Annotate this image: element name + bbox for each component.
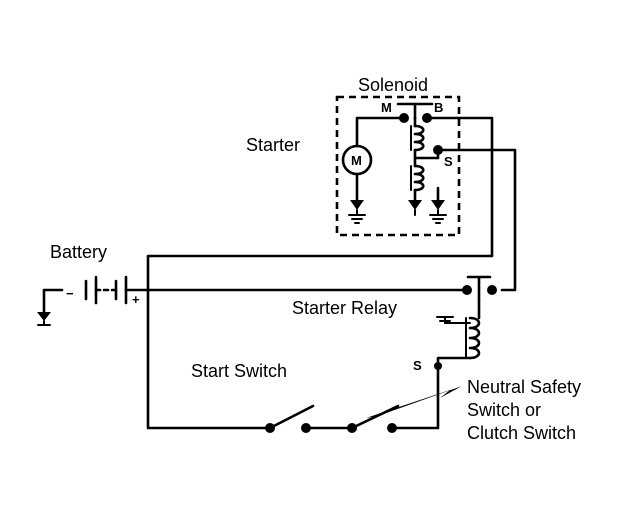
solenoid-contact-bar xyxy=(396,102,434,120)
starter-label: Starter xyxy=(246,135,300,155)
left-switch-wire xyxy=(146,288,272,430)
battery-pos-label: + xyxy=(132,292,140,307)
motor-ground-icon xyxy=(348,200,366,224)
relay-s-wire xyxy=(390,364,440,430)
neutral-label-line3: Clutch Switch xyxy=(467,423,576,443)
neutral-label-line1: Neutral Safety xyxy=(467,377,581,397)
neutral-safety-switch xyxy=(347,386,462,433)
battery-label: Battery xyxy=(50,242,107,262)
relay-contact-left xyxy=(462,285,472,295)
motor-label: M xyxy=(351,153,362,168)
solenoid-pull-coil xyxy=(410,116,425,152)
s-to-relay-wire xyxy=(436,148,517,292)
relay-contact-bar xyxy=(466,275,492,302)
terminal-b-label: B xyxy=(434,100,443,115)
start-switch xyxy=(265,404,354,433)
b-terminal-wire xyxy=(425,116,494,152)
solenoid-ground-icon xyxy=(408,200,422,216)
solenoid-label: Solenoid xyxy=(358,75,428,95)
motor-to-m-wire xyxy=(355,116,406,148)
neutral-label-line2: Switch or xyxy=(467,400,541,420)
terminal-m-label: M xyxy=(381,100,392,115)
relay-coil xyxy=(436,298,481,368)
relay-ground-icon xyxy=(436,316,471,324)
relay-s-label: S xyxy=(413,358,422,373)
solenoid-enclosure xyxy=(335,95,461,237)
starter-relay-label: Starter Relay xyxy=(292,298,397,318)
terminal-m-dot xyxy=(399,113,409,123)
solenoid-ground2-icon xyxy=(429,200,447,224)
b-bus-upper-wire xyxy=(146,148,494,292)
battery-neg-label: − xyxy=(66,286,74,301)
starter-motor: M xyxy=(341,144,373,176)
neutral-switch-arrow-icon xyxy=(366,386,462,418)
start-switch-label: Start Switch xyxy=(191,361,287,381)
battery-icon xyxy=(42,275,469,314)
relay-contact-right xyxy=(487,285,497,295)
terminal-s-label: S xyxy=(444,154,453,169)
battery-ground-icon xyxy=(37,312,51,326)
